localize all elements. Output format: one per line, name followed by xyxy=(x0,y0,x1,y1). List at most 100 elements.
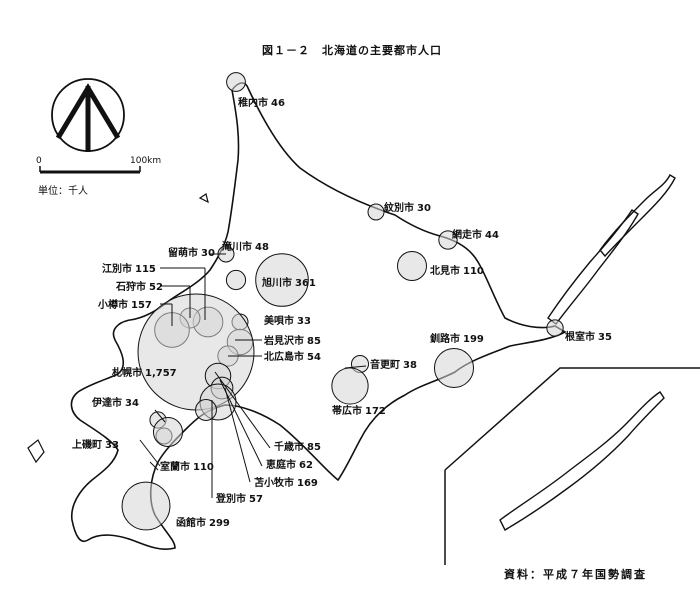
city-population: 34 xyxy=(125,398,139,409)
city-name: 旭川市 xyxy=(262,278,292,289)
city-circle xyxy=(367,203,385,221)
city-name: 稚内市 xyxy=(238,98,268,109)
city-name: 帯広市 xyxy=(332,406,362,417)
hokkaido-coastline xyxy=(70,82,567,550)
city-population: 33 xyxy=(105,440,119,451)
city-population: 110 xyxy=(463,266,484,277)
city-circle xyxy=(438,230,458,250)
north-arrow-icon xyxy=(51,78,125,152)
city-circle xyxy=(225,269,247,291)
city-name: 紋別市 xyxy=(384,203,414,214)
city-circle xyxy=(433,347,475,389)
city-population: 30 xyxy=(201,248,215,259)
city-population: 115 xyxy=(135,264,156,275)
city-population: 44 xyxy=(485,230,499,241)
city-population: 157 xyxy=(131,300,152,311)
city-name: 恵庭市 xyxy=(266,460,296,471)
city-name: 苫小牧市 xyxy=(254,478,294,489)
city-name: 江別市 xyxy=(102,264,132,275)
city-name: 釧路市 xyxy=(430,334,460,345)
city-name: 小樽市 xyxy=(98,300,128,311)
source-note: 資料：平成７年国勢調査 xyxy=(504,568,647,581)
scale-zero-label: 0 xyxy=(36,156,42,166)
city-name: 滝川市 xyxy=(222,242,252,253)
city-population: 85 xyxy=(307,442,321,453)
southern-island xyxy=(499,391,665,531)
city-population: 1,757 xyxy=(145,368,177,379)
scale-max-label: 100km xyxy=(130,156,162,166)
city-name: 室蘭市 xyxy=(160,462,190,473)
city-name: 千歳市 xyxy=(274,442,304,453)
city-circle xyxy=(331,367,369,405)
city-circle xyxy=(546,319,564,337)
leader-lines xyxy=(139,253,367,498)
kunashiri-island xyxy=(547,209,639,325)
city-population: 46 xyxy=(271,98,285,109)
city-population: 172 xyxy=(365,406,386,417)
city-population: 54 xyxy=(307,352,321,363)
inset-frame xyxy=(444,367,700,565)
city-circle xyxy=(137,293,255,411)
scale-bar xyxy=(39,166,141,174)
city-name: 石狩市 xyxy=(116,282,146,293)
city-name: 北見市 xyxy=(430,266,460,277)
city-population: 62 xyxy=(299,460,313,471)
city-population: 110 xyxy=(193,462,214,473)
city-population: 38 xyxy=(403,360,417,371)
city-name: 網走市 xyxy=(452,230,482,241)
city-population: 33 xyxy=(297,316,311,327)
city-population: 361 xyxy=(295,278,316,289)
city-name: 登別市 xyxy=(216,494,246,505)
city-population: 35 xyxy=(598,332,612,343)
city-population: 169 xyxy=(297,478,318,489)
etorofu-island xyxy=(599,174,676,258)
city-circle xyxy=(396,250,428,282)
city-name: 上磯町 xyxy=(72,440,102,451)
city-name: 音更町 xyxy=(370,360,400,371)
north-islet xyxy=(198,193,209,204)
city-name: 北広島市 xyxy=(264,352,304,363)
map-title: 図１－２ 北海道の主要都市人口 xyxy=(262,44,442,57)
city-population: 52 xyxy=(149,282,163,293)
city-population: 299 xyxy=(209,518,230,529)
city-name: 函館市 xyxy=(176,518,206,529)
city-population: 30 xyxy=(417,203,431,214)
unit-label: 単位：千人 xyxy=(38,186,88,197)
city-circle xyxy=(152,416,184,448)
city-name: 根室市 xyxy=(565,332,595,343)
city-circle xyxy=(255,253,309,307)
city-name: 伊達市 xyxy=(92,398,122,409)
city-population: 199 xyxy=(463,334,484,345)
city-population: 48 xyxy=(255,242,269,253)
city-name: 岩見沢市 xyxy=(264,336,304,347)
city-population: 85 xyxy=(307,336,321,347)
city-name: 札幌市 xyxy=(112,368,142,379)
west-islet xyxy=(27,439,45,464)
